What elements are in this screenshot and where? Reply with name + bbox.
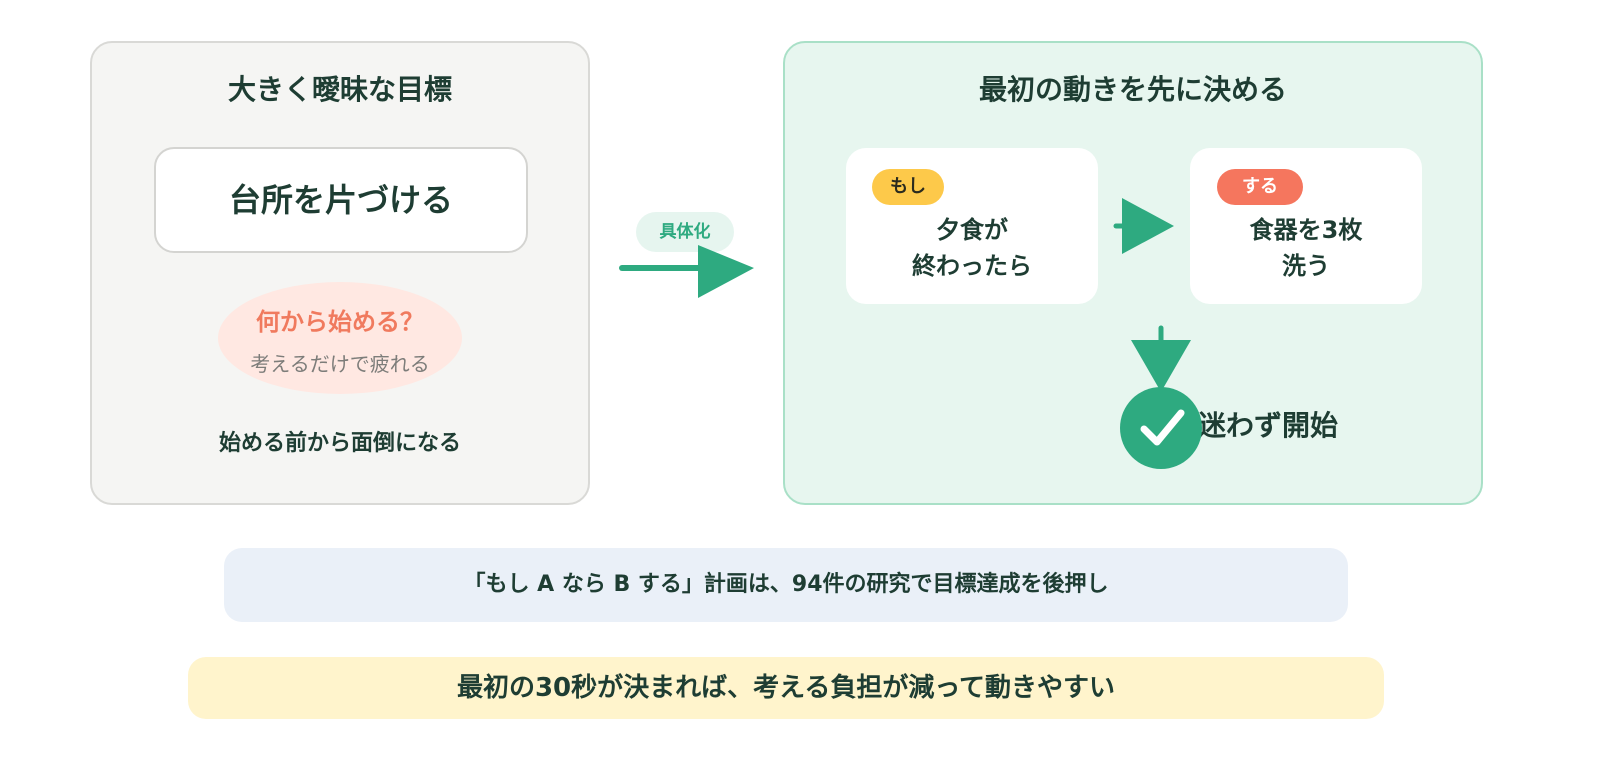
goal-box <box>154 147 528 253</box>
then-action-line1: 食器を3枚 <box>1249 216 1363 244</box>
goal-text: 台所を片づける <box>228 181 453 219</box>
main-arrow-icon <box>619 245 754 298</box>
plan-panel-title: 最初の動きを先に決める <box>978 73 1287 106</box>
if-then-arrow-icon <box>1113 198 1174 254</box>
vague-goal-title: 大きく曖昧な目標 <box>227 73 452 106</box>
if-badge: もし <box>872 169 944 205</box>
concretize-label-pill <box>636 212 734 252</box>
research-banner <box>224 548 1348 622</box>
concretize-label: 具体化 <box>659 222 711 242</box>
check-circle-icon <box>1120 387 1202 469</box>
vague-goal-note: 始める前から面倒になる <box>218 431 461 456</box>
if-condition-line2: 終わったら <box>912 252 1032 280</box>
vague-goal-panel <box>90 41 590 505</box>
start-result-label: 迷わず開始 <box>1198 409 1339 442</box>
summary-banner-text: 最初の30秒が決まれば、考える負担が減って動きやすい <box>456 673 1116 703</box>
if-condition-line1: 夕食が <box>936 216 1008 244</box>
question-subtext: 考えるだけで疲れる <box>250 352 430 376</box>
summary-banner <box>188 657 1384 719</box>
question-text: 何から始める？ <box>256 308 424 336</box>
then-action-line2: 洗う <box>1282 252 1330 280</box>
down-arrow-icon <box>1131 325 1191 392</box>
question-bubble <box>218 282 462 394</box>
research-banner-text: 「もし A なら B する」計画は、94件の研究で目標達成を後押し <box>463 572 1109 597</box>
then-badge: する <box>1217 169 1303 205</box>
